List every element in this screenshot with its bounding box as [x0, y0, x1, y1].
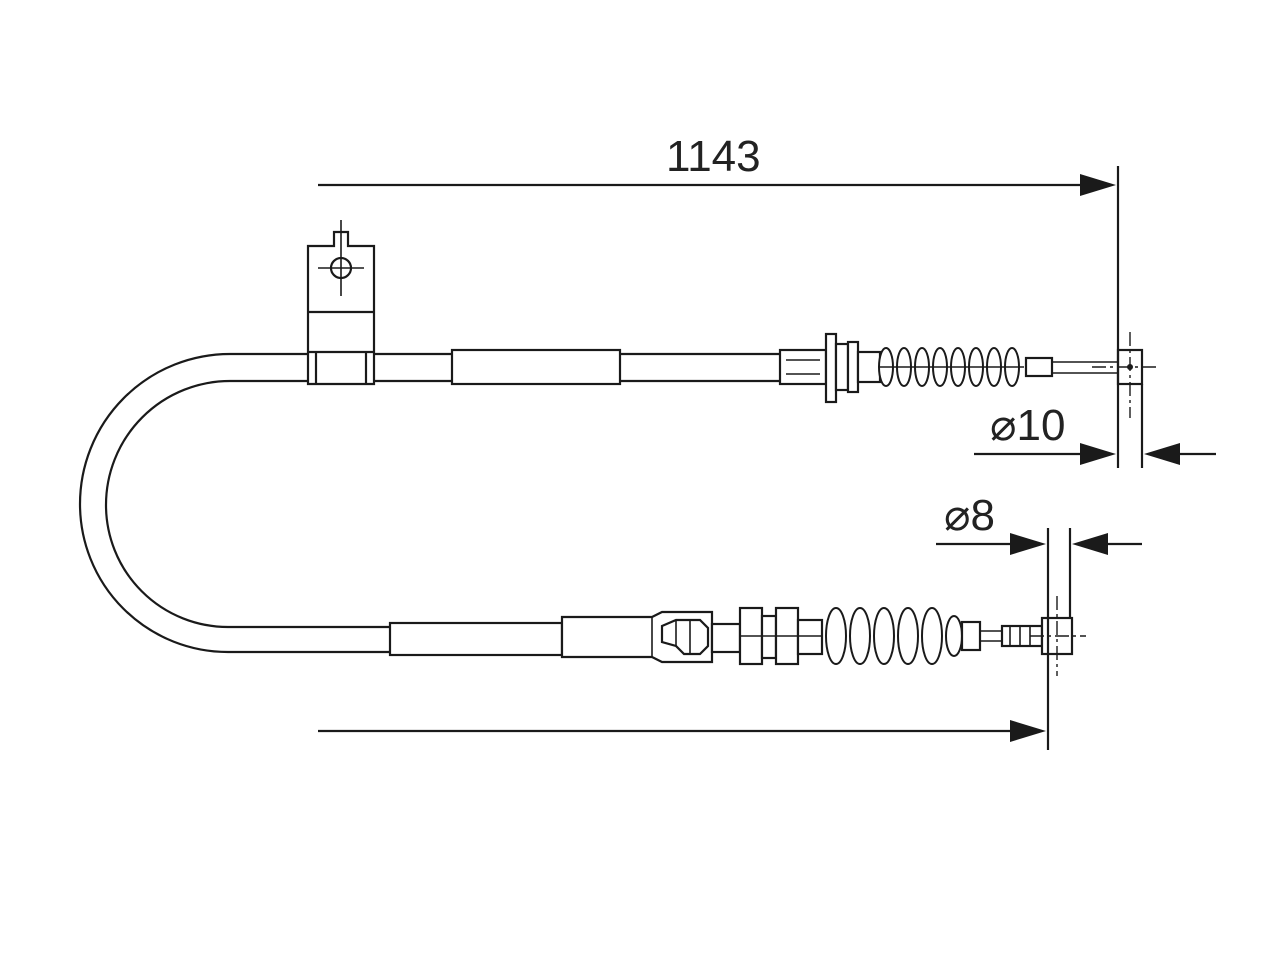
- dimension-arrow-icon: [1144, 443, 1180, 465]
- dimension-arrow-icon: [1010, 720, 1046, 742]
- upper-sleeve: [450, 348, 622, 386]
- dimension-arrow-icon: [1080, 443, 1116, 465]
- lower-clip: [660, 618, 710, 656]
- dimension-arrow-icon: [1072, 533, 1108, 555]
- lower-bellows: [825, 607, 982, 665]
- upper-diameter-label: ⌀10: [990, 401, 1065, 450]
- lower-sleeve: [388, 621, 564, 657]
- dimension-arrow-icon: [1080, 174, 1116, 196]
- length-dimension: [318, 166, 1120, 750]
- upper-end-fitting: [778, 332, 1160, 418]
- length-label: 1143: [666, 132, 761, 181]
- upper-diameter-dimension: [974, 384, 1216, 468]
- dimension-arrow-icon: [1010, 533, 1046, 555]
- upper-bellows: [878, 347, 1024, 387]
- lower-adjuster-nuts: [710, 606, 824, 666]
- lower-diameter-label: ⌀8: [944, 491, 995, 540]
- cable-sheath: [78, 352, 780, 654]
- mounting-bracket: [306, 220, 376, 386]
- lower-diameter-dimension: [936, 528, 1142, 618]
